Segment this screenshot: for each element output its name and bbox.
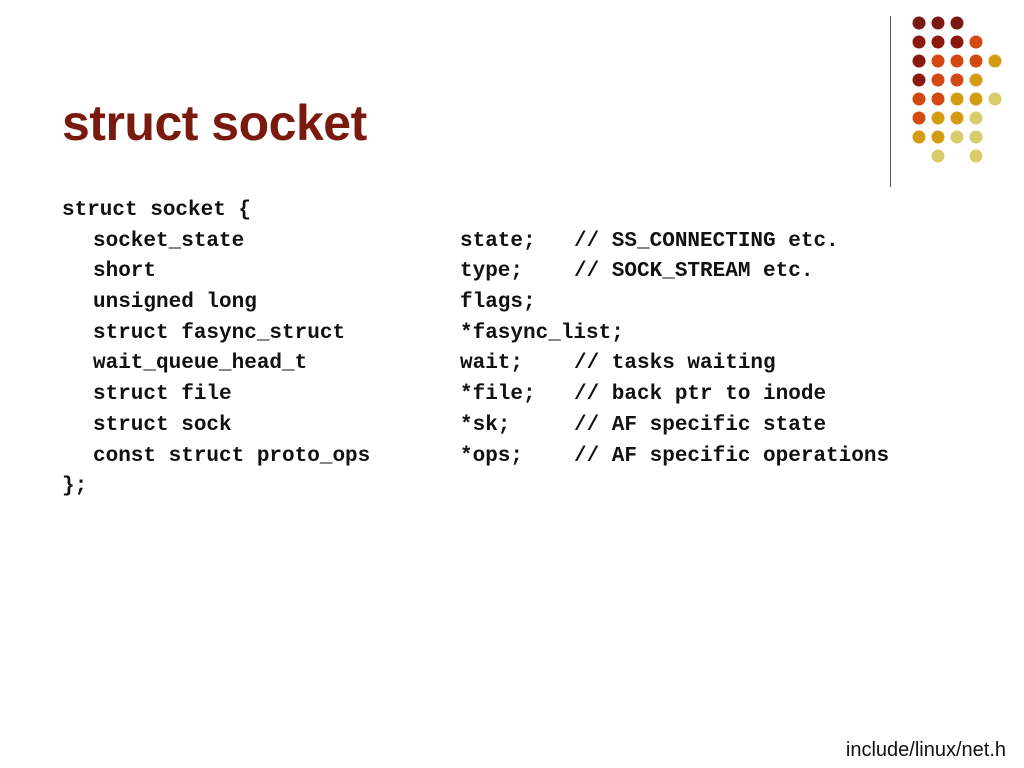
field-type: socket_state <box>93 229 245 253</box>
source-file-path: include/linux/net.h <box>845 739 1006 761</box>
decorative-dot <box>950 54 964 68</box>
decorative-dot <box>912 16 926 30</box>
code-open-line: struct socket { <box>62 199 252 222</box>
code-field-line: short type; // SOCK_STREAM etc. <box>62 257 889 288</box>
decorative-dot <box>931 16 945 30</box>
decorative-dot <box>950 73 964 87</box>
decorative-dot <box>969 92 983 106</box>
decorative-dot <box>931 92 945 106</box>
field-type: struct sock <box>93 413 232 437</box>
decorative-dot <box>912 73 926 87</box>
field-name: *sk; <box>460 413 511 437</box>
code-field-line: struct fasync_struct *fasync_list; <box>62 319 889 350</box>
code-field-line: socket_state state; // SS_CONNECTING etc. <box>62 227 889 258</box>
decorative-dot <box>931 35 945 49</box>
code-close-line: }; <box>62 475 88 499</box>
decorative-dot <box>912 35 926 49</box>
field-comment: // SOCK_STREAM etc. <box>574 260 814 284</box>
decorative-dot <box>950 130 964 144</box>
decorative-dot <box>969 73 983 87</box>
code-block: struct socket { socket_state state; // SS_… <box>62 196 889 503</box>
decorative-dot <box>969 149 983 163</box>
field-name: *fasync_list; <box>460 321 624 345</box>
decorative-dot <box>912 92 926 106</box>
field-comment: // AF specific state <box>574 413 827 437</box>
code-field-line: struct sock *sk; // AF specific state <box>62 411 889 442</box>
field-comment: // SS_CONNECTING etc. <box>574 229 839 253</box>
decorative-dot <box>931 130 945 144</box>
decorative-dot <box>931 111 945 125</box>
decorative-dot <box>912 130 926 144</box>
field-name: state; <box>460 229 536 253</box>
decorative-dot <box>950 16 964 30</box>
decorative-dot-grid <box>912 16 1002 163</box>
header-divider-line <box>890 16 891 187</box>
field-type: struct fasync_struct <box>93 321 346 345</box>
decorative-dot <box>912 54 926 68</box>
decorative-dot <box>969 111 983 125</box>
field-name: *ops; <box>460 444 524 468</box>
code-field-line: struct file *file; // back ptr to inode <box>62 380 889 411</box>
code-field-line: const struct proto_ops *ops; // AF specifi… <box>62 442 889 473</box>
decorative-dot <box>912 111 926 125</box>
field-name: type; <box>460 260 524 284</box>
field-name: wait; <box>460 352 524 376</box>
slide-title: struct socket <box>62 95 367 151</box>
field-comment: // AF specific operations <box>574 444 890 468</box>
decorative-dot <box>950 35 964 49</box>
field-type: struct file <box>93 383 232 407</box>
decorative-dot <box>931 54 945 68</box>
decorative-dot <box>950 92 964 106</box>
decorative-dot <box>988 92 1002 106</box>
field-type: short <box>93 260 157 284</box>
field-name: flags; <box>460 291 536 315</box>
field-name: *file; <box>460 383 536 407</box>
code-field-line: wait_queue_head_t wait; // tasks waiting <box>62 349 889 380</box>
field-type: const struct proto_ops <box>93 444 371 468</box>
decorative-dot <box>931 73 945 87</box>
decorative-dot <box>931 149 945 163</box>
decorative-dot <box>969 35 983 49</box>
decorative-dot <box>950 111 964 125</box>
decorative-dot <box>969 130 983 144</box>
code-field-line: unsigned long flags; <box>62 288 889 319</box>
field-type: wait_queue_head_t <box>93 352 308 376</box>
field-comment: // back ptr to inode <box>574 383 827 407</box>
field-type: unsigned long <box>93 291 257 315</box>
decorative-dot <box>988 54 1002 68</box>
decorative-dot <box>969 54 983 68</box>
field-comment: // tasks waiting <box>574 352 776 376</box>
